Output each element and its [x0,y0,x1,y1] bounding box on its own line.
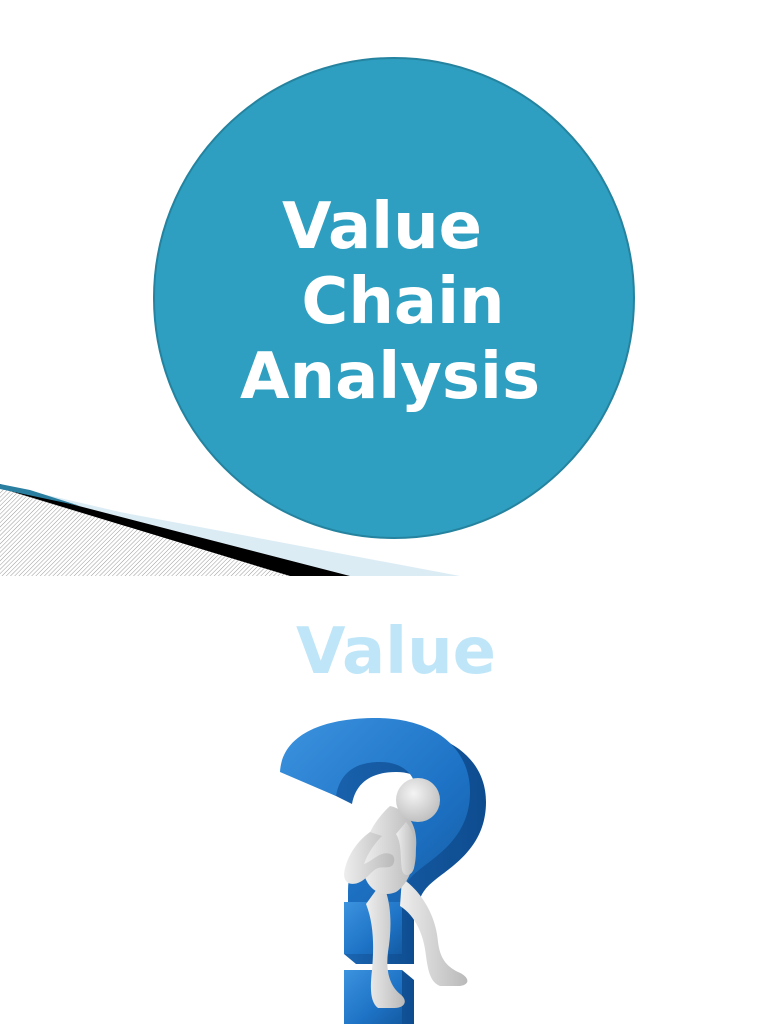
slide-title: Value Chain Analysis [0,57,635,576]
question-mark-thinker-icon [280,718,486,1024]
title-line-2: Chain [301,265,505,339]
slide-value: Value [0,576,768,1024]
title-line-3: Analysis [239,340,541,414]
decorative-wedge [0,484,460,576]
slide-title-text: Value Chain Analysis [153,190,635,415]
title-circle [153,57,635,539]
title-line-1: Value [281,190,483,264]
slide-heading: Value [295,615,497,689]
